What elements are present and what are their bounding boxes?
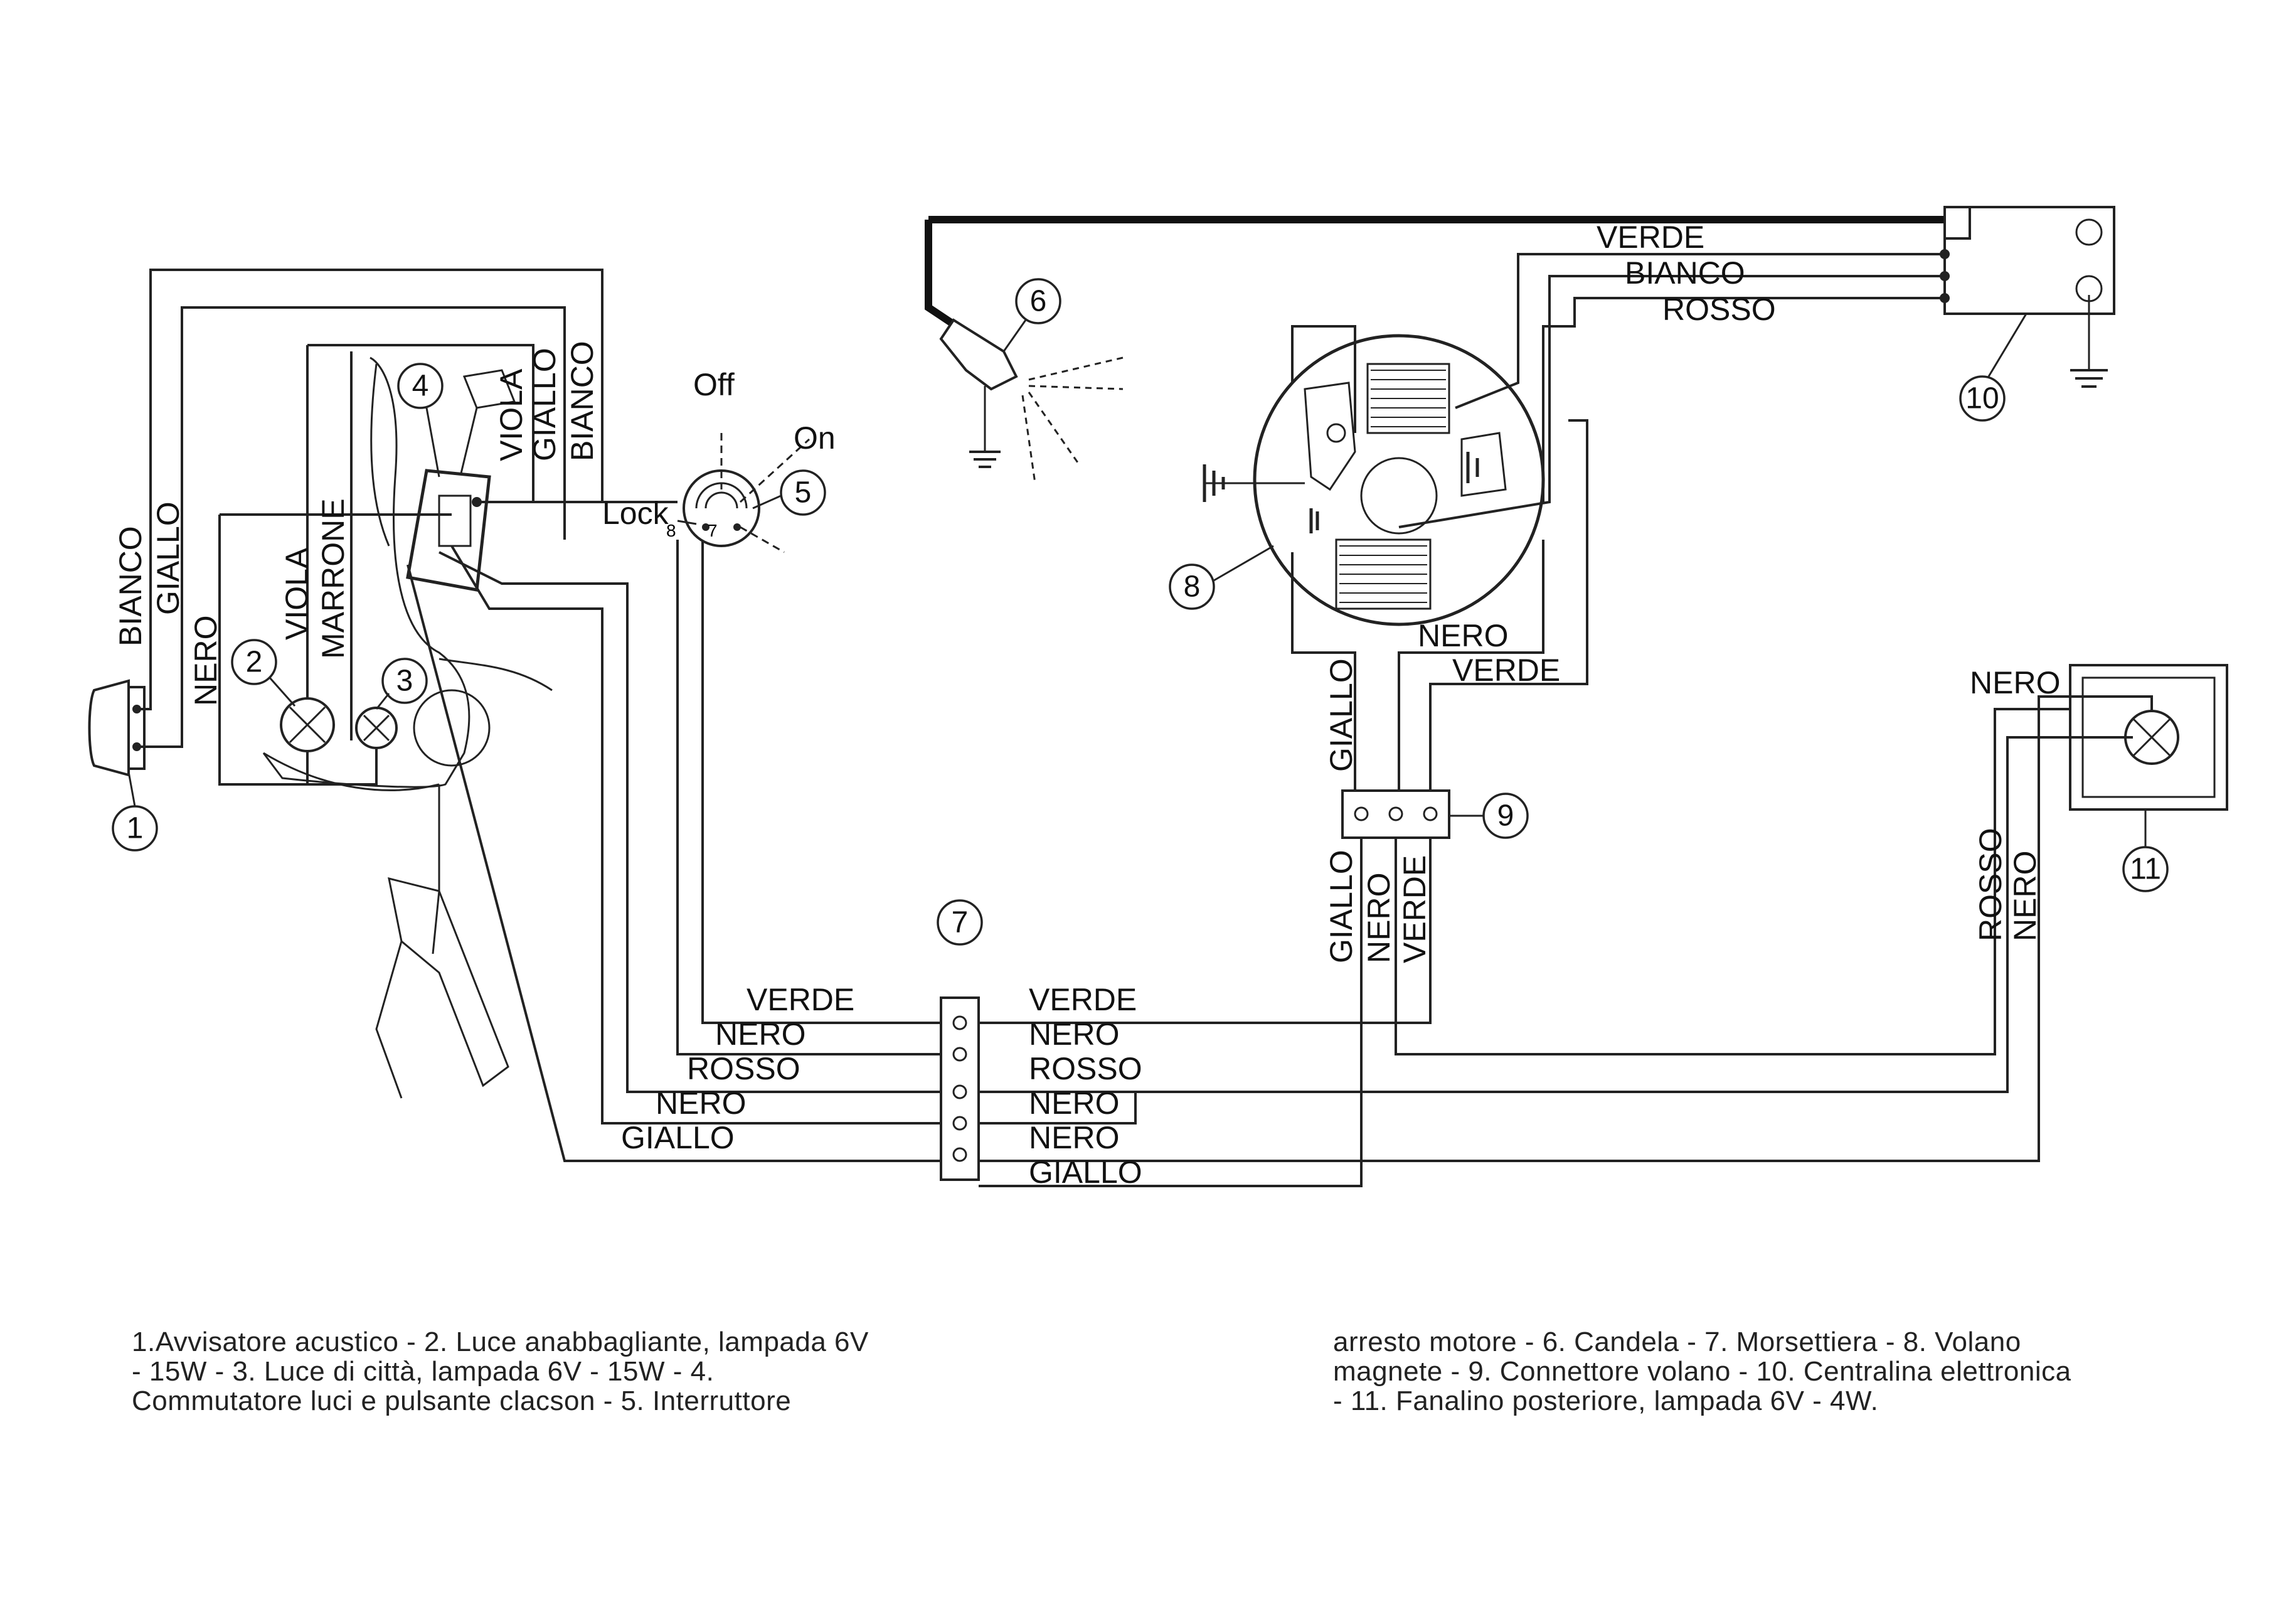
wire-label: NERO (715, 1017, 805, 1052)
terminal-block (940, 996, 980, 1181)
svg-text:5: 5 (795, 476, 812, 510)
callout-6: 6 (1015, 278, 1061, 324)
switch-pin-7: 7 (708, 521, 718, 540)
caption-right: arresto motore - 6. Candela - 7. Morsett… (1333, 1327, 2071, 1416)
wire-label: BIANCO (565, 341, 600, 461)
callout-11: 11 (2122, 846, 2169, 892)
svg-text:1: 1 (127, 812, 144, 845)
wire-label: BIANCO (113, 526, 148, 646)
callout-7: 7 (937, 899, 983, 946)
flywheel-magneto (1203, 334, 1545, 626)
wire-label: GIALLO (1324, 850, 1359, 963)
wire-label: GIALLO (1324, 658, 1359, 772)
horn (88, 679, 146, 777)
cdi-wires (1291, 253, 1945, 528)
wire-label: NERO (1418, 618, 1508, 653)
wire-label: ROSSO (1029, 1051, 1142, 1086)
callout-1: 1 (112, 805, 158, 852)
wire-label: ROSSO (687, 1051, 800, 1086)
wire-label: NERO (1970, 665, 2060, 700)
wire-label: NERO (656, 1086, 746, 1121)
terminal-block-right-wires (979, 1091, 1361, 1187)
wire-label: GIALLO (151, 501, 186, 615)
low-beam-lamp (280, 697, 335, 752)
svg-text:3: 3 (396, 665, 413, 698)
wire-label: NERO (2007, 851, 2043, 941)
city-light-lamp (355, 707, 398, 749)
callout-5: 5 (780, 469, 826, 516)
connector-terminal-wires (979, 708, 2183, 1187)
callout-10: 10 (1959, 375, 2006, 422)
wire-label: VIOLA (279, 547, 314, 640)
switch-on-label: On (794, 420, 836, 456)
svg-text:9: 9 (1497, 799, 1514, 833)
svg-text:10: 10 (1965, 382, 1999, 415)
svg-text:2: 2 (246, 646, 263, 679)
flywheel-connector (1341, 789, 1450, 839)
svg-text:11: 11 (2130, 853, 2161, 886)
switch-pin-8: 8 (666, 521, 676, 540)
electronic-control-unit (1940, 206, 2115, 388)
wire-label: NERO (1029, 1120, 1119, 1155)
wire-label: GIALLO (527, 348, 562, 461)
ignition-switch (677, 433, 811, 553)
wire-label: NERO (1361, 873, 1396, 963)
switch-lock-label: Lock (602, 496, 669, 531)
tail-lamp-wires (979, 695, 2153, 1162)
caption-left: 1.Avvisatore acustico - 2. Luce anabbagl… (132, 1327, 869, 1416)
callout-3: 3 (381, 658, 428, 704)
wire-label: GIALLO (1029, 1155, 1142, 1190)
svg-text:6: 6 (1030, 285, 1047, 318)
wire-label: VIOLA (494, 368, 529, 461)
callout-4: 4 (397, 363, 444, 409)
svg-text:7: 7 (952, 906, 969, 939)
handlebar-wires (137, 269, 947, 1162)
wire-label: ROSSO (1662, 292, 1776, 327)
wire-label: BIANCO (1625, 255, 1745, 291)
wire-label: GIALLO (621, 1120, 735, 1155)
switch-off-label: Off (693, 367, 735, 402)
callout-8: 8 (1169, 564, 1215, 610)
wire-label: NERO (1029, 1017, 1119, 1052)
wire-label: VERDE (1397, 855, 1432, 963)
svg-text:4: 4 (412, 370, 429, 403)
wire-label: VERDE (1597, 220, 1704, 255)
flywheel-connector-wires (1291, 419, 1588, 809)
wire-label: VERDE (1029, 982, 1137, 1017)
wire-label: VERDE (1452, 653, 1560, 688)
wire-label: MARRONE (316, 498, 351, 659)
svg-text:8: 8 (1184, 570, 1201, 604)
wire-label: NERO (1029, 1086, 1119, 1121)
callout-2: 2 (231, 639, 277, 685)
callout-9: 9 (1482, 793, 1529, 839)
wire-label: NERO (188, 616, 223, 706)
spark-plug (925, 216, 1964, 484)
callout-leaders (127, 313, 2147, 847)
wire-label: ROSSO (1973, 828, 2008, 941)
wire-label: VERDE (747, 982, 854, 1017)
